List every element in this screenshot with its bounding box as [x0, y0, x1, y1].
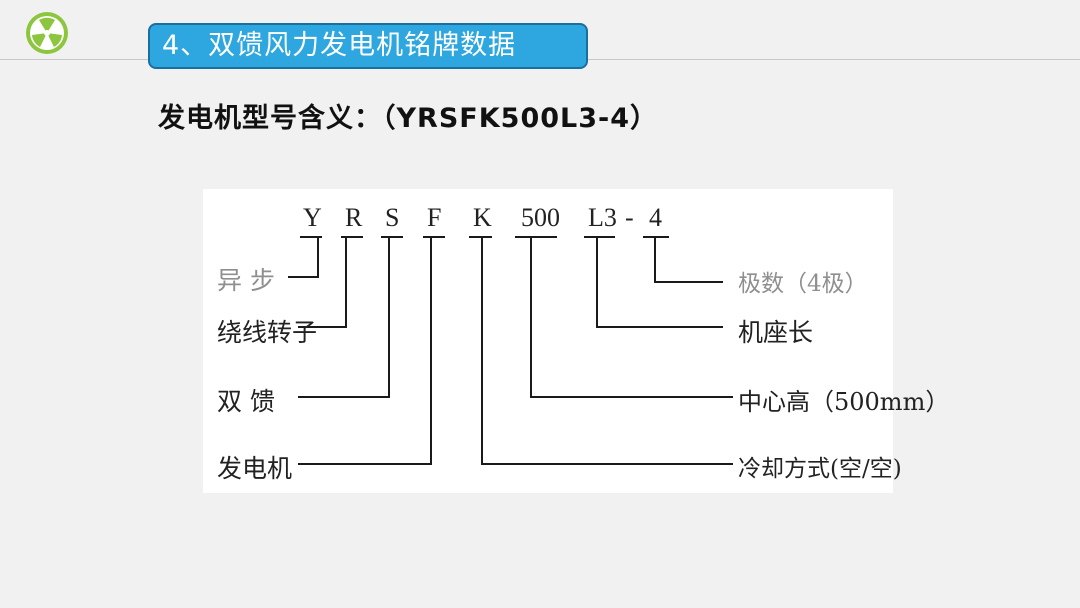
label-generator: 发电机 [217, 454, 293, 483]
label-wound-rotor: 绕线转子 [217, 318, 318, 347]
code-dash: - [625, 203, 634, 232]
code-r: R [345, 203, 363, 232]
slide-title: 4、双馈风力发电机铭牌数据 [148, 23, 588, 69]
label-center-height: 中心高（500mm） [738, 388, 950, 416]
label-cooling-method: 冷却方式(空/空) [738, 456, 902, 482]
model-code-diagram: Y R S F K 500 L3 - 4 异 步 绕线转子 双 馈 发电机 极数… [203, 189, 949, 493]
code-s: S [385, 203, 400, 232]
label-frame-length: 机座长 [738, 318, 814, 347]
model-meaning-heading: 发电机型号含义：（YRSFK500L3-4） [158, 103, 658, 134]
code-y: Y [303, 203, 322, 232]
diagram-lines [288, 236, 733, 465]
code-l3: L3 [588, 203, 617, 232]
label-async: 异 步 [217, 266, 275, 295]
trefoil-icon [26, 12, 68, 54]
label-doubly-fed: 双 馈 [217, 387, 275, 416]
code-k: K [473, 203, 492, 232]
label-pole-count: 极数（4极） [738, 271, 868, 297]
code-500: 500 [521, 203, 560, 232]
code-4: 4 [649, 203, 662, 232]
code-f: F [427, 203, 442, 232]
